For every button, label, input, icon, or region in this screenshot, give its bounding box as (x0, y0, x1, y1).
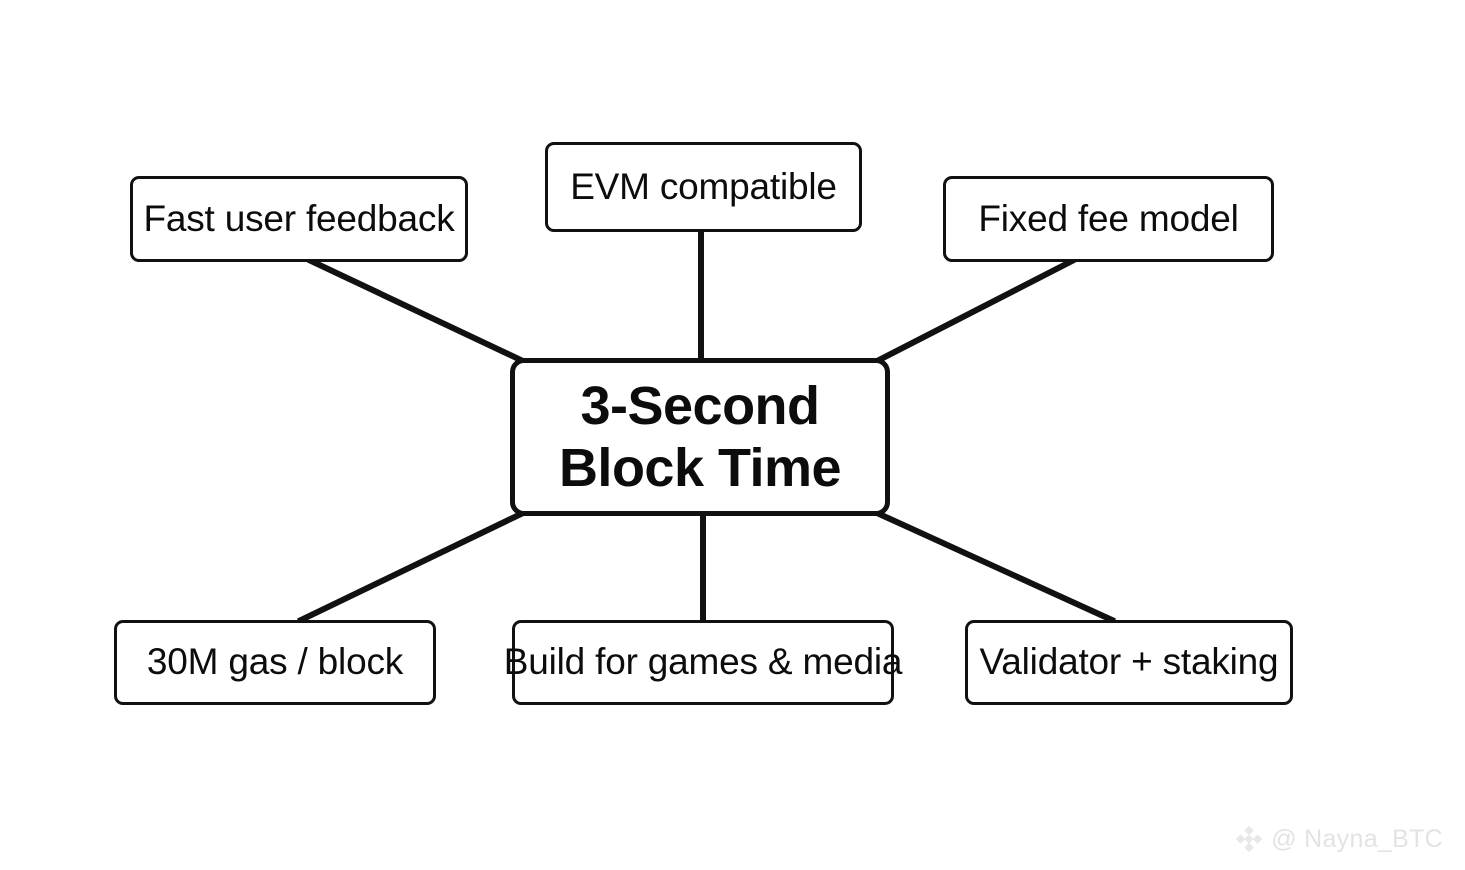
node-30m-gas-block-label: 30M gas / block (146, 641, 404, 683)
connector-fixed-fee-model-to-center (872, 256, 1077, 366)
node-center-block-time[interactable]: 3-Second Block Time (510, 358, 890, 516)
node-fixed-fee-model-label: Fixed fee model (978, 197, 1239, 239)
node-center-label: 3-Second Block Time (558, 375, 842, 498)
node-evm-compatible[interactable]: EVM compatible (545, 142, 862, 232)
connector-center-to-validator-staking (873, 509, 1116, 624)
node-evm-compatible-label: EVM compatible (570, 165, 837, 207)
node-fast-user-feedback-label: Fast user feedback (143, 197, 455, 239)
node-build-for-games-media[interactable]: Build for games & media (504, 620, 902, 705)
node-validator-staking[interactable]: Validator + staking (965, 620, 1293, 705)
node-fast-user-feedback[interactable]: Fast user feedback (130, 176, 468, 262)
node-30m-gas-block[interactable]: 30M gas / block (114, 620, 436, 705)
diamond-logo-icon (1236, 825, 1263, 853)
watermark-text: @ Nayna_BTC (1271, 824, 1443, 853)
node-build-for-games-media-label: Build for games & media (503, 641, 903, 683)
node-validator-staking-label: Validator + staking (979, 641, 1279, 683)
watermark: @ Nayna_BTC (1234, 824, 1443, 854)
connector-center-to-30m-gas-block (296, 508, 528, 625)
connector-fast-user-feedback-to-center (307, 257, 527, 365)
node-fixed-fee-model[interactable]: Fixed fee model (943, 176, 1274, 262)
